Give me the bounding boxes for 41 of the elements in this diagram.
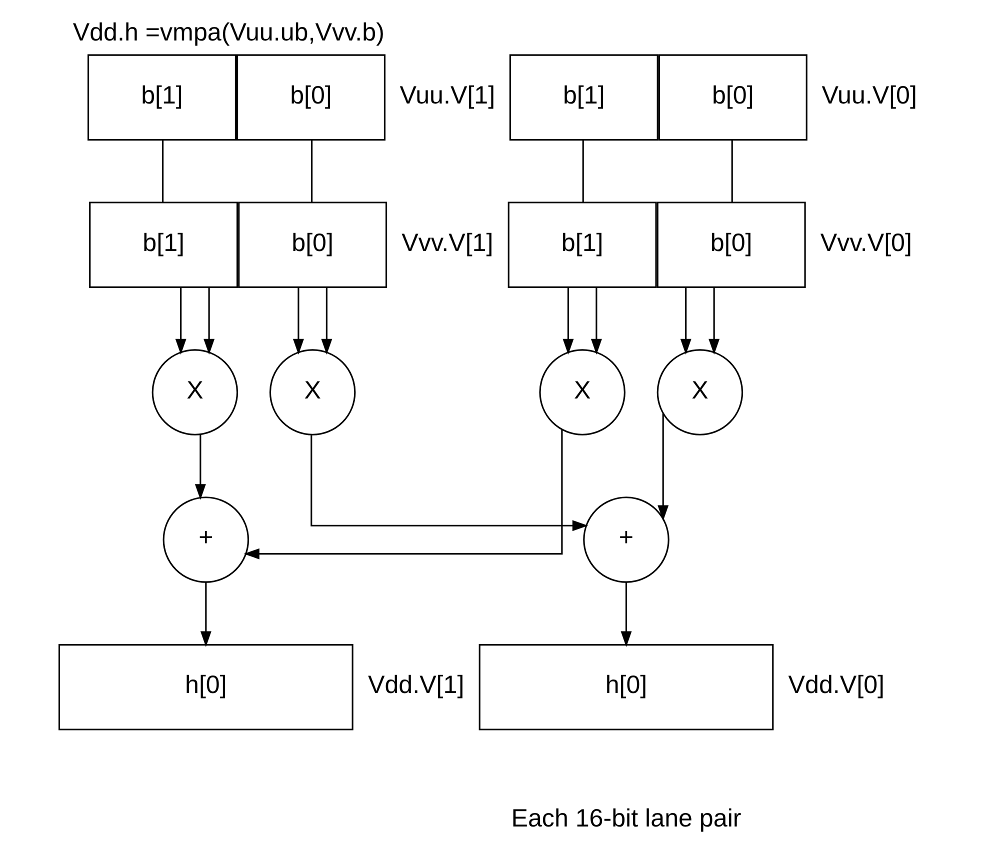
node-circle: X xyxy=(151,349,238,436)
node-label: Vuu.V[1] xyxy=(399,81,495,110)
node-box: h[0] xyxy=(478,644,774,730)
arrow xyxy=(200,582,211,647)
node-box: b[1] xyxy=(507,202,656,288)
node-label: Vvv.V[1] xyxy=(401,228,493,257)
connector xyxy=(730,140,732,202)
arrow xyxy=(310,435,588,532)
node-label: Vuu.V[0] xyxy=(821,81,916,110)
node-box: h[0] xyxy=(58,644,353,730)
node-circle: X xyxy=(268,349,356,436)
arrow xyxy=(174,288,186,355)
arrow xyxy=(708,288,720,355)
arrow xyxy=(320,288,332,355)
arrow xyxy=(203,288,214,355)
node-label: Vdd.V[0] xyxy=(788,671,884,700)
diagram-title: Vdd.h =vmpa(Vuu.ub,Vvv.b) xyxy=(72,18,384,47)
node-circle: X xyxy=(656,349,743,436)
node-box: b[0] xyxy=(658,54,807,141)
arrow xyxy=(657,413,668,522)
node-box: b[0] xyxy=(238,202,387,288)
node-box: b[1] xyxy=(88,202,238,288)
arrow xyxy=(590,288,602,355)
arrow xyxy=(562,288,574,355)
node-box: b[0] xyxy=(656,202,806,288)
label: Each 16-bit lane pair xyxy=(510,804,741,832)
connector xyxy=(310,140,312,202)
arrow xyxy=(620,582,632,647)
node-circle: X xyxy=(538,349,625,436)
arrow xyxy=(243,430,562,560)
node-label: Vdd.V[1] xyxy=(367,671,464,700)
arrow xyxy=(194,434,206,500)
node-label: Vvv.V[0] xyxy=(820,228,912,257)
node-box: b[1] xyxy=(87,54,236,141)
connector xyxy=(162,140,164,202)
node-box: b[0] xyxy=(236,54,385,141)
node-circle: + xyxy=(162,496,249,583)
arrow xyxy=(680,288,691,355)
connector xyxy=(582,140,584,202)
arrow xyxy=(292,288,304,355)
node-box: b[1] xyxy=(508,54,658,141)
